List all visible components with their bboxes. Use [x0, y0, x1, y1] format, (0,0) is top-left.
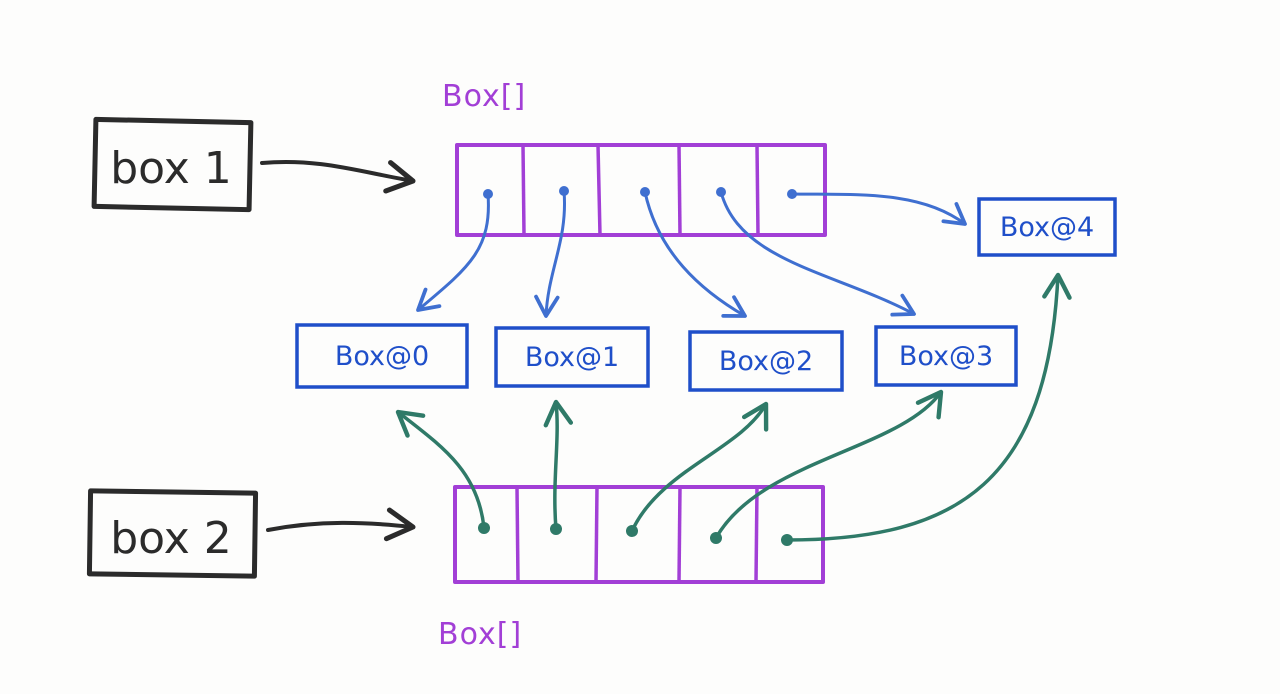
box-object-2-frame [688, 330, 844, 392]
top-array-divider [755, 144, 760, 236]
box-object-1-frame [494, 326, 650, 388]
bottom-slot-1-arrow [543, 399, 574, 531]
top-slot-0-arrow [416, 192, 490, 312]
top-array-frame [455, 143, 827, 237]
bottom-array-type-label: Box[] [438, 617, 522, 652]
variable-box1-frame [91, 116, 254, 213]
top-array-type-label: Box[] [442, 79, 526, 114]
bottom-array-divider [594, 486, 599, 583]
box1-to-array-arrow [260, 159, 416, 194]
variable-box1: box 1 [91, 116, 254, 213]
box-object-0: Box@0 [295, 323, 469, 389]
box-object-1: Box@1 [494, 326, 650, 388]
bottom-slot-3-arrow [714, 389, 944, 540]
box-object-1-label: Box@1 [525, 342, 619, 373]
top-array-references [416, 186, 967, 318]
variable-box2: box 2 [86, 488, 259, 579]
box-object-0-frame [295, 323, 469, 389]
box-object-0-label: Box@0 [335, 341, 429, 372]
bottom-array-divider [677, 486, 682, 583]
bottom-slot-2-arrow [630, 401, 769, 533]
box-object-2: Box@2 [688, 330, 844, 392]
top-array-divider [596, 144, 602, 236]
box-object-4-frame [977, 197, 1117, 257]
bottom-array-frame [453, 485, 825, 584]
box-object-3-label: Box@3 [899, 341, 993, 372]
box-object-3: Box@3 [874, 325, 1018, 387]
top-array-divider [677, 144, 682, 236]
top-slot-1-arrow [534, 189, 567, 318]
box-object-4-label: Box@4 [1000, 212, 1094, 243]
bottom-array: Box[] [438, 485, 825, 652]
variable-box2-frame [86, 488, 259, 579]
variable-box1-label: box 1 [110, 143, 232, 194]
box-object-3-frame [874, 325, 1018, 387]
top-slot-3-arrow [719, 190, 916, 317]
top-array-divider [521, 144, 526, 236]
top-slot-4-arrow [790, 192, 967, 226]
bottom-slot-4-arrow [785, 272, 1072, 542]
variable-box2-label: box 2 [110, 513, 232, 564]
bottom-array-references [395, 272, 1072, 546]
bottom-slot-0-arrow [395, 409, 486, 530]
box-object-2-label: Box@2 [719, 346, 813, 377]
top-slot-2-arrow [643, 190, 747, 318]
bottom-array-divider [754, 486, 759, 583]
top-array: Box[] [442, 79, 827, 237]
bottom-array-divider [515, 486, 520, 583]
box2-to-array-arrow [266, 507, 416, 542]
box-object-4: Box@4 [977, 197, 1117, 257]
